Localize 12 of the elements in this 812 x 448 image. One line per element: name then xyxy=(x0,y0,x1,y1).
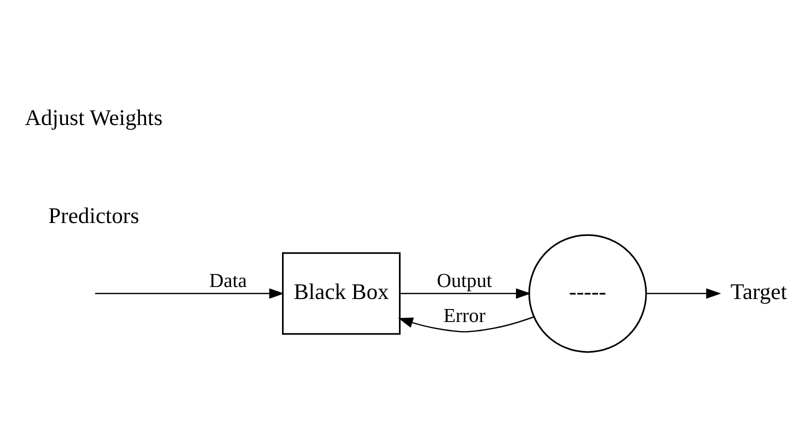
node-circle: ----- xyxy=(528,234,647,352)
edge-label: Error xyxy=(443,304,486,326)
arrow xyxy=(95,288,284,298)
arrow xyxy=(646,288,722,298)
edge-label: Output xyxy=(436,270,492,292)
node-box: Black Box xyxy=(282,252,401,334)
edge-label: Data xyxy=(209,270,247,292)
label: Adjust Weights xyxy=(24,104,163,130)
arrow xyxy=(398,316,534,332)
label: Predictors xyxy=(48,202,140,228)
node-text: Target xyxy=(730,278,787,304)
arrow xyxy=(400,288,531,298)
